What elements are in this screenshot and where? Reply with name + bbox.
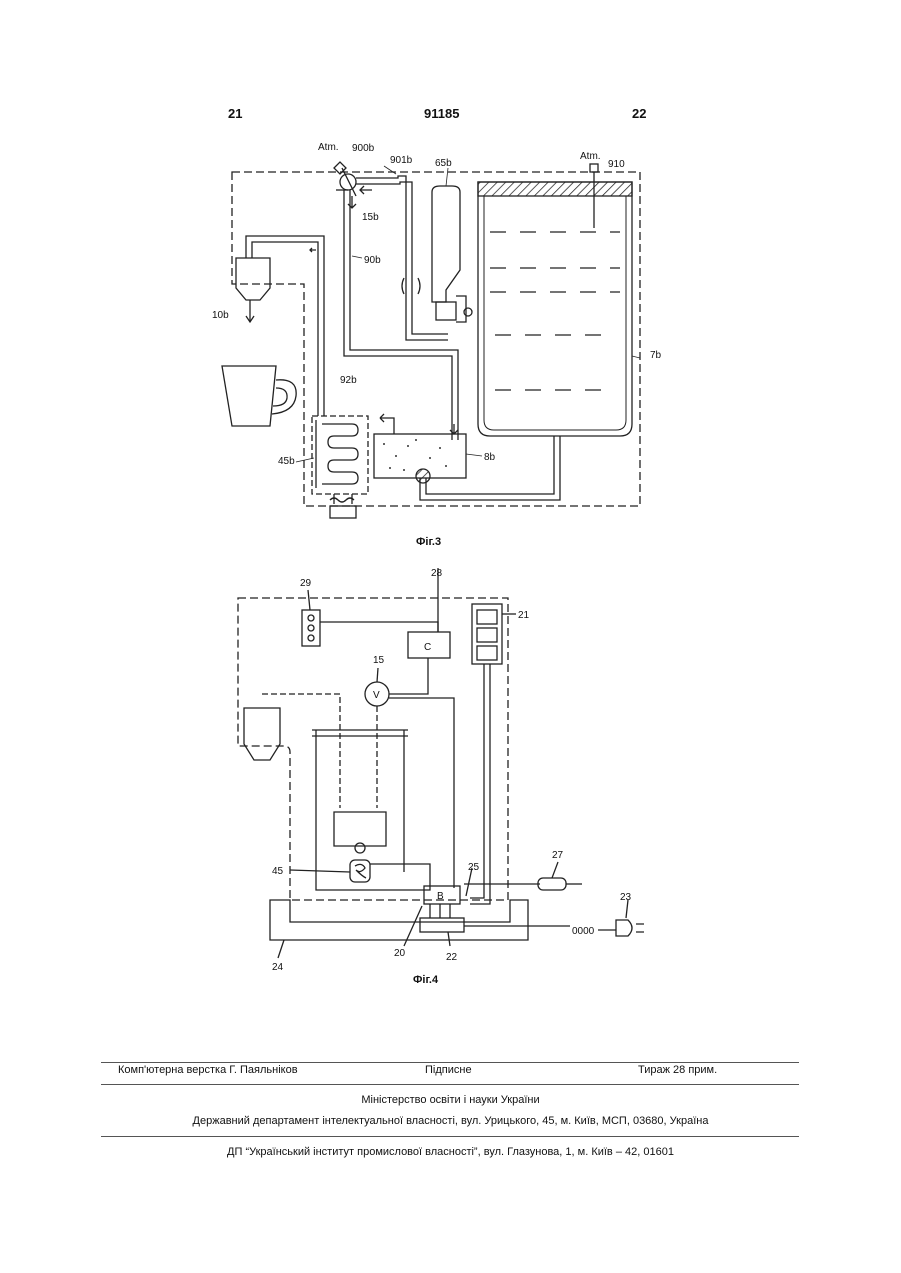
heater-450 — [330, 506, 356, 518]
label-900b: 900b — [352, 143, 375, 154]
valve-15b — [340, 174, 356, 190]
label-10b: 10b — [212, 310, 229, 321]
label-27: 27 — [552, 850, 564, 861]
label-25: 25 — [468, 862, 480, 873]
label-c: C — [424, 642, 431, 653]
footer-signed: Підписне — [425, 1064, 472, 1076]
cup — [222, 366, 276, 426]
water-tank — [478, 182, 632, 436]
figure-4-diagram: 29 28 21 15 C V 45 25 27 B 23 0000 20 22… — [0, 560, 901, 980]
plug-27 — [538, 878, 566, 890]
footer-circulation: Тираж 28 прим. — [638, 1064, 717, 1076]
label-atm-2: Atm. — [580, 151, 601, 162]
footer-institute: ДП “Український інститут промислової вла… — [0, 1146, 901, 1158]
tank-4 — [312, 730, 408, 872]
footer-ministry: Міністерство освіти і науки України — [0, 1094, 901, 1106]
label-28: 28 — [431, 568, 443, 579]
footer-rule-mid — [101, 1084, 799, 1085]
pump-65b — [432, 186, 460, 302]
footer-layout-credit: Комп'ютерна верстка Г. Паяльніков — [118, 1064, 298, 1076]
label-v: V — [373, 690, 380, 701]
figure-4-caption: Фіг.4 — [413, 974, 438, 986]
heater-45b — [312, 416, 368, 494]
label-15: 15 — [373, 655, 385, 666]
dispenser-4 — [244, 708, 280, 760]
label-65b: 65b — [435, 158, 452, 169]
figure-3-caption: Фіг.3 — [416, 536, 441, 548]
plug-23 — [616, 920, 632, 936]
label-22: 22 — [446, 952, 458, 963]
label-15b: 15b — [362, 212, 379, 223]
label-21: 21 — [518, 610, 530, 621]
label-atm-1: Atm. — [318, 142, 339, 153]
label-90b: 90b — [364, 255, 381, 266]
footer-department: Державний департамент інтелектуальної вл… — [0, 1115, 901, 1127]
page-number-right: 22 — [632, 106, 646, 121]
footer-rule-bottom — [101, 1136, 799, 1137]
label-29: 29 — [300, 578, 312, 589]
base-24 — [270, 900, 528, 940]
housing-outline-4 — [238, 598, 508, 900]
label-7b: 7b — [650, 350, 662, 361]
figure-3-diagram: Atm. 900b 901b 65b Atm. 910 15b 90b 10b … — [0, 130, 901, 530]
label-8b: 8b — [484, 452, 496, 463]
label-24: 24 — [272, 962, 284, 973]
label-45: 45 — [272, 866, 284, 877]
label-23: 23 — [620, 892, 632, 903]
label-coil: 0000 — [572, 926, 595, 937]
label-20: 20 — [394, 948, 406, 959]
dispenser-10b — [236, 258, 270, 300]
label-910: 910 — [608, 159, 625, 170]
label-92b: 92b — [340, 375, 357, 386]
connector-20 — [420, 918, 464, 932]
label-45b: 45b — [278, 456, 295, 467]
page-number-left: 21 — [228, 106, 242, 121]
footer-rule-top — [101, 1062, 799, 1063]
label-901b: 901b — [390, 155, 413, 166]
patent-number: 91185 — [424, 106, 459, 121]
label-b: B — [437, 891, 444, 902]
